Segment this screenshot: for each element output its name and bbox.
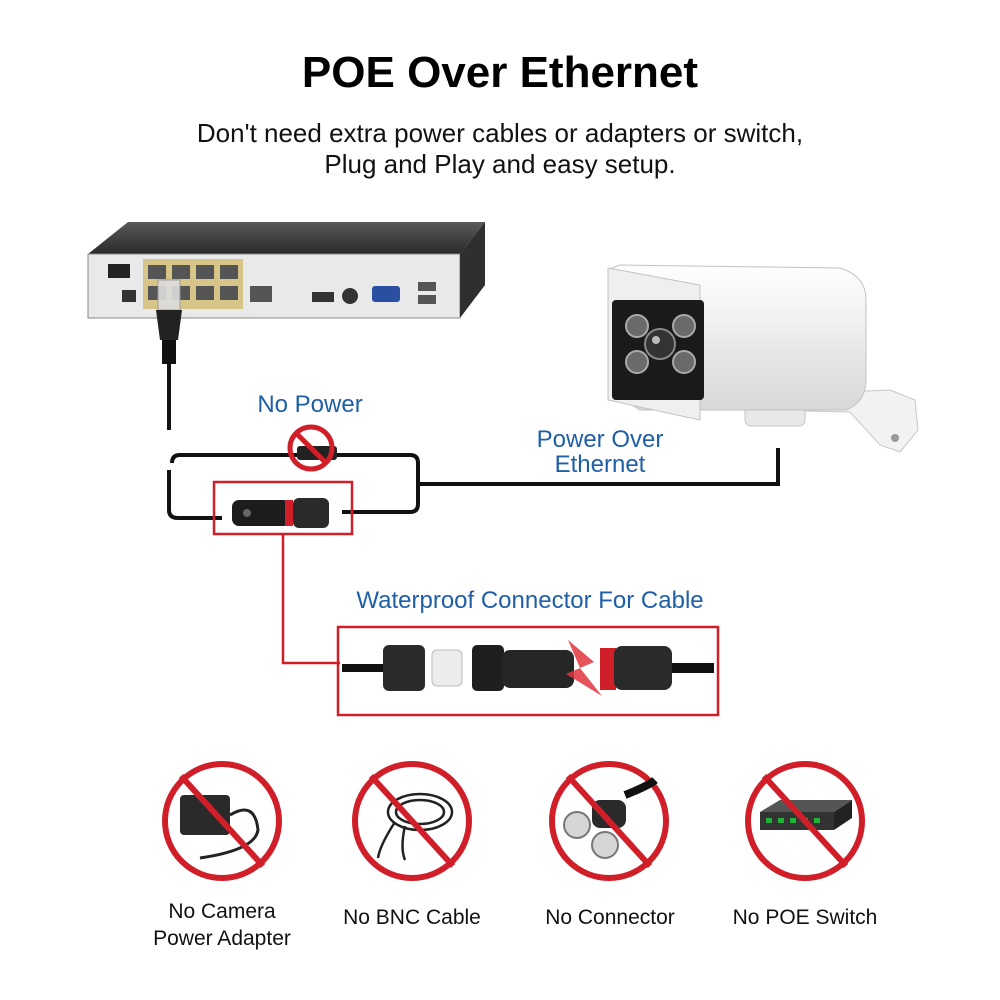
no-bnc-cable-label: No BNC Cable	[343, 906, 481, 929]
rj45-plug	[156, 279, 182, 364]
hdmi-port-icon	[312, 292, 334, 302]
waterproof-connector-small	[212, 480, 354, 536]
no-poe-switch-label: No POE Switch	[732, 906, 878, 929]
lan-port-icon	[250, 286, 272, 302]
nvr-recorder	[87, 222, 485, 319]
leader-line	[281, 534, 340, 665]
poe-label-line-2: Ethernet	[554, 451, 646, 478]
no-adapter-label-line-2: Power Adapter	[153, 927, 291, 950]
crossed-bnc-cable	[352, 761, 472, 881]
power-adapter-icon	[180, 795, 230, 835]
usb-port-icon	[418, 282, 436, 291]
waterproof-connector-detail	[336, 625, 720, 717]
bullet-camera	[607, 264, 919, 453]
power-over-ethernet-label: Power Over Ethernet	[515, 427, 685, 477]
ethernet-cable	[167, 362, 780, 520]
subtitle-line-2: Plug and Play and easy setup.	[324, 149, 676, 179]
no-adapter-label: No Camera Power Adapter	[122, 898, 322, 952]
dc-connector-crossed	[287, 424, 337, 472]
no-connector-label: No Connector	[545, 906, 675, 929]
poe-switch-icon	[760, 800, 852, 830]
subtitle-line-1: Don't need extra power cables or adapter…	[196, 118, 804, 148]
no-power-label: No Power	[257, 391, 363, 418]
vga-port-icon	[372, 286, 400, 302]
audio-port-icon	[342, 288, 358, 304]
page-subtitle: Don't need extra power cables or adapter…	[0, 118, 1000, 180]
crossed-poe-switch	[745, 761, 865, 881]
crossed-power-adapter	[162, 761, 282, 881]
crossed-connector	[549, 761, 669, 881]
connector-icon	[563, 776, 658, 859]
no-adapter-label-line-1: No Camera	[168, 900, 276, 923]
page-title: POE Over Ethernet	[301, 48, 699, 97]
power-switch-icon	[108, 264, 130, 278]
waterproof-connector-label: Waterproof Connector For Cable	[356, 587, 704, 614]
poe-label-line-1: Power Over	[536, 426, 664, 453]
